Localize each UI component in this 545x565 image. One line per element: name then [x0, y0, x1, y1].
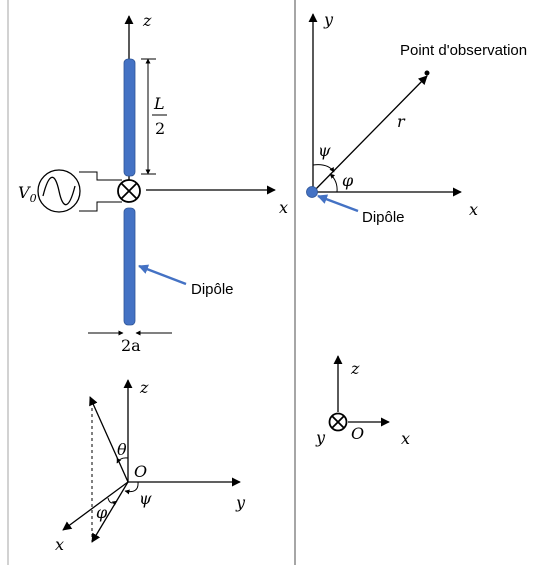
- ac-source-icon: [37, 169, 81, 213]
- sph-r-vector: [89, 396, 129, 483]
- local-axes-figure: z x y O: [315, 355, 410, 448]
- loc-z-label: z: [350, 359, 360, 378]
- dipole-lower-arm: [123, 207, 136, 326]
- dipole-antenna-figure: z x L 2 V0 Dipôle 2a: [18, 11, 288, 355]
- sph-y-label: y: [235, 493, 246, 512]
- loc-origin-label: O: [351, 424, 364, 443]
- half-length-denominator: 2: [155, 119, 165, 138]
- obs-psi-arc: [312, 164, 335, 173]
- observation-geometry-figure: y x Point d'observation r ψ φ Dipôle: [306, 10, 527, 226]
- loc-y-label: y: [315, 428, 326, 447]
- obs-phi-label: φ: [342, 171, 354, 190]
- sph-x-label: x: [55, 535, 64, 554]
- feed-point-icon: [117, 179, 141, 203]
- sph-phi-arc: [107, 497, 118, 506]
- feed-line-top: [79, 171, 122, 181]
- observation-point-label: Point d'observation: [400, 42, 527, 59]
- obs-y-label: y: [323, 10, 334, 29]
- sph-theta-arc: [116, 457, 129, 464]
- obs-r-label: r: [397, 112, 406, 131]
- spherical-coordinates-figure: z y x θ O φ ψ: [55, 378, 246, 554]
- obs-dipole-label: Dipôle: [362, 209, 405, 226]
- dipole-upper-arm: [123, 58, 136, 177]
- sph-psi-label: ψ: [139, 489, 152, 508]
- obs-dipole-dot: [306, 186, 318, 198]
- loc-x-label: x: [401, 429, 410, 448]
- dipole-pointer-arrow: [138, 264, 187, 286]
- source-voltage-label: V0: [18, 183, 37, 205]
- obs-x-label: x: [469, 200, 478, 219]
- sph-r-projection: [91, 481, 129, 543]
- obs-phi-arc: [329, 173, 338, 193]
- sph-theta-label: θ: [117, 440, 127, 459]
- half-length-numerator: L: [153, 94, 165, 113]
- sph-psi-arc: [124, 481, 139, 495]
- sph-z-label: z: [139, 378, 149, 397]
- z-axis-label: z: [142, 11, 152, 30]
- loc-y-into-page-icon: [328, 412, 348, 432]
- obs-r-vector: [312, 75, 428, 193]
- obs-psi-label: ψ: [318, 141, 331, 160]
- x-axis-label: x: [279, 198, 288, 217]
- sph-origin-label: O: [134, 462, 147, 481]
- observation-point-marker: [424, 70, 430, 76]
- diameter-label: 2a: [121, 336, 141, 355]
- obs-dipole-pointer: [317, 194, 359, 213]
- sph-phi-label: φ: [96, 503, 108, 522]
- sph-x-axis: [62, 481, 129, 531]
- feed-line-bottom: [79, 201, 122, 212]
- dipole-label: Dipôle: [191, 281, 234, 298]
